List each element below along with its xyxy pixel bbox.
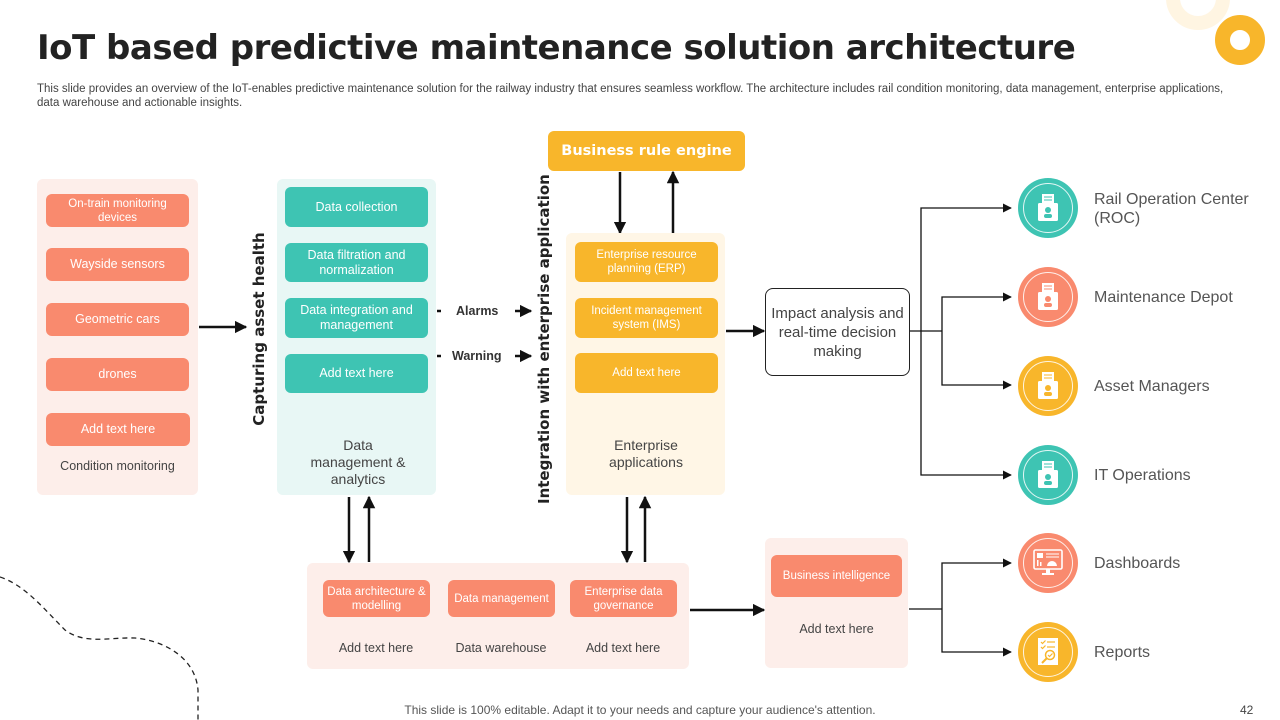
- warehouse-caption-3: Add text here: [585, 641, 661, 655]
- report-checklist-icon: [1038, 638, 1058, 665]
- insight-label-reports: Reports: [1094, 644, 1151, 661]
- wayside-sensors-box: Wayside sensors: [46, 248, 189, 281]
- branch-dashboards: [941, 558, 1012, 609]
- document-folder-user-icon: [1038, 194, 1058, 221]
- geometric-cars-box: Geometric cars: [46, 303, 189, 336]
- page-number: 42: [1240, 703, 1254, 717]
- integration-enterprise-label: Integration with enterprise application: [535, 174, 553, 504]
- business-rule-engine-box: Business rule engine: [548, 131, 745, 171]
- output-circle-asset-managers: [1018, 356, 1078, 416]
- data-management-caption: Data management & analytics: [310, 437, 406, 487]
- capturing-asset-health-label: Capturing asset health: [250, 232, 268, 426]
- warehouse-caption-1: Add text here: [338, 641, 414, 655]
- output-circle-it-operations: [1018, 445, 1078, 505]
- output-label-asset-managers: Asset Managers: [1094, 378, 1210, 395]
- data-add-text-box: Add text here: [285, 354, 428, 393]
- footer-note: This slide is 100% editable. Adapt it to…: [404, 703, 876, 717]
- enterprise-data-governance-box: Enterprise data governance: [570, 580, 677, 617]
- data-management-box: Data management: [448, 580, 555, 617]
- on-train-monitoring-devices-box: On-train monitoring devices: [46, 194, 189, 227]
- insight-circle-dashboards: [1018, 533, 1078, 593]
- page-title: IoT based predictive maintenance solutio…: [37, 28, 1076, 68]
- erp-box: Enterprise resource planning (ERP): [575, 242, 718, 282]
- data-filtration-box: Data filtration and normalization: [285, 243, 428, 282]
- branch-depot: [941, 292, 1012, 331]
- business-intelligence-caption: Add text here: [799, 622, 874, 636]
- ims-box: Incident management system (IMS): [575, 298, 718, 338]
- data-architecture-box: Data architecture & modelling: [323, 580, 430, 617]
- page-subtitle: This slide provides an overview of the I…: [37, 83, 1224, 109]
- branch-reports: [941, 609, 1012, 657]
- warehouse-caption-2: Data warehouse: [455, 641, 547, 655]
- decorative-ring: [1215, 15, 1265, 65]
- data-integration-box: Data integration and management: [285, 298, 428, 338]
- warning-label: Warning: [452, 349, 502, 363]
- branch-roc: [920, 203, 1012, 331]
- business-intelligence-box: Business intelligence: [771, 555, 902, 597]
- dashboard-monitor-icon: [1033, 549, 1063, 575]
- document-folder-user-icon: [1038, 461, 1058, 488]
- output-label-it-operations: IT Operations: [1094, 467, 1191, 484]
- data-collection-box: Data collection: [285, 187, 428, 227]
- document-folder-user-icon: [1038, 283, 1058, 310]
- insight-circle-reports: [1018, 622, 1078, 682]
- output-label-roc: Rail Operation Center (ROC): [1094, 191, 1249, 227]
- insight-label-dashboards: Dashboards: [1094, 555, 1181, 572]
- output-label-depot: Maintenance Depot: [1094, 289, 1233, 306]
- output-circle-depot: [1018, 267, 1078, 327]
- enterprise-add-text-box: Add text here: [575, 353, 718, 393]
- drones-box: drones: [46, 358, 189, 391]
- branch-it: [920, 331, 1012, 480]
- condition-monitoring-caption: Condition monitoring: [60, 459, 175, 473]
- decorative-dashed-curve: [0, 576, 199, 720]
- condition-add-text-box: Add text here: [46, 413, 190, 446]
- branch-asset: [941, 331, 1012, 390]
- document-folder-user-icon: [1038, 372, 1058, 399]
- enterprise-applications-caption: Enterprise applications: [609, 437, 683, 470]
- alarms-label: Alarms: [456, 304, 499, 318]
- impact-analysis-box: Impact analysis and real-time decision m…: [765, 288, 910, 376]
- output-circle-roc: [1018, 178, 1078, 238]
